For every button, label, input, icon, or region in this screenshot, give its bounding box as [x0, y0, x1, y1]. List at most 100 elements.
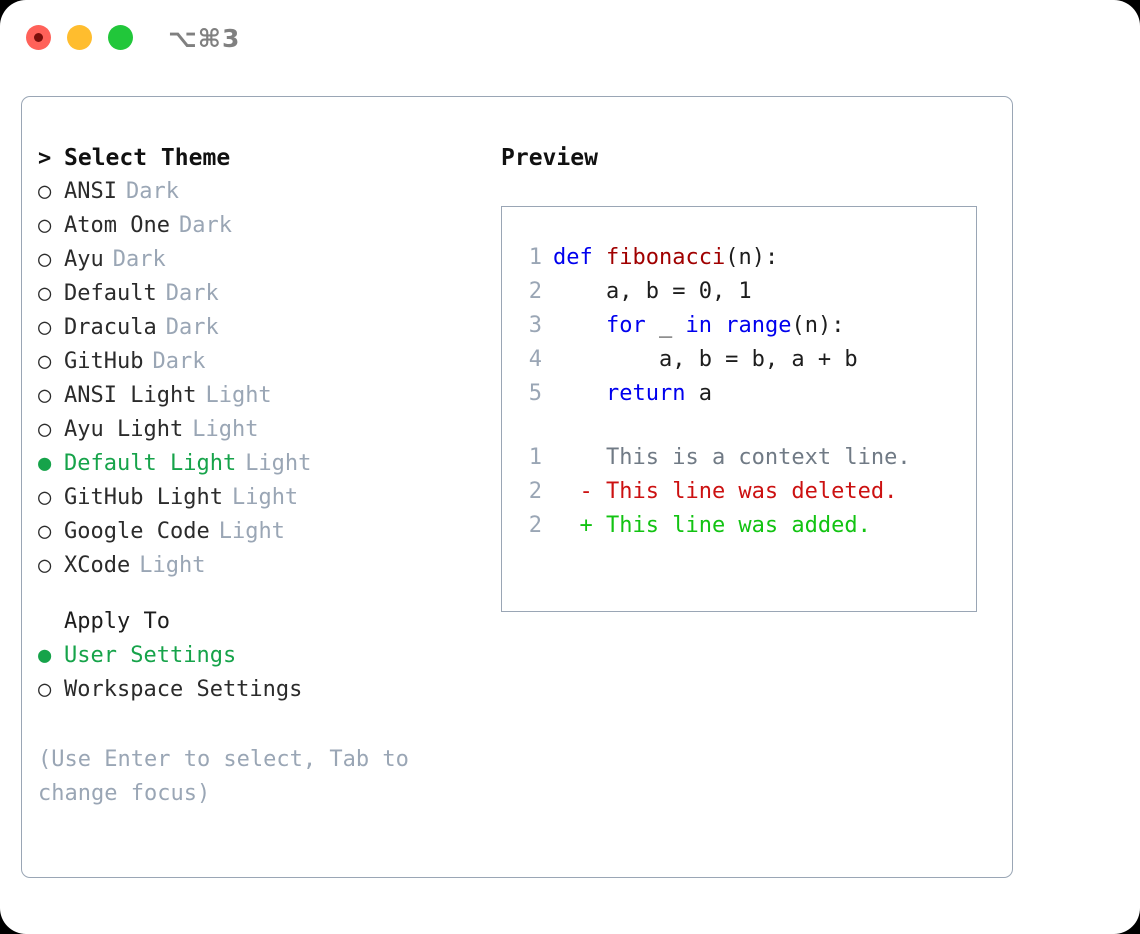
theme-name: Atom One: [64, 213, 170, 238]
apply-to-option[interactable]: ○ Workspace Settings: [38, 677, 478, 711]
radio-unselected-icon[interactable]: ○: [38, 417, 52, 442]
apply-to-option-label: Workspace Settings: [64, 677, 303, 702]
theme-name: Google Code: [64, 519, 210, 544]
code-line: 2 a, b = 0, 1: [516, 279, 970, 313]
code-token: def: [553, 245, 606, 270]
theme-list-item[interactable]: ○ GitHub Light Light: [38, 485, 478, 519]
code-text: a, b = 0, 1: [553, 279, 752, 304]
theme-category-badge: Dark: [125, 179, 179, 204]
spacer: [38, 711, 478, 741]
theme-name: XCode: [64, 553, 131, 578]
theme-category-badge: Light: [139, 553, 206, 578]
keyboard-shortcut-label: ⌥⌘3: [168, 24, 241, 53]
code-token: [553, 313, 606, 338]
diff-line: 1 This is a context line.: [516, 445, 970, 479]
apply-to-option-label: User Settings: [64, 643, 237, 668]
radio-selected-icon[interactable]: ●: [38, 643, 52, 668]
radio-unselected-icon[interactable]: ○: [38, 349, 52, 374]
theme-category-badge: Dark: [165, 281, 219, 306]
code-text: return a: [553, 381, 712, 406]
code-token: return: [605, 381, 686, 406]
page-title: Select Theme: [64, 145, 231, 171]
line-number: 2: [528, 513, 542, 538]
code-token: range: [725, 313, 792, 338]
line-number: 2: [528, 279, 542, 304]
diff-line-text: + This line was added.: [553, 513, 871, 538]
apply-to-heading: Apply To: [64, 609, 170, 634]
help-hint-text: (Use Enter to select, Tab to change focu…: [38, 747, 409, 806]
radio-unselected-icon[interactable]: ○: [38, 281, 52, 306]
theme-list-item[interactable]: ○ ANSI Dark: [38, 179, 478, 213]
code-token: [553, 381, 606, 406]
theme-list-item[interactable]: ○ XCode Light: [38, 553, 478, 587]
code-line: 4 a, b = b, a + b: [516, 347, 970, 381]
theme-list-item[interactable]: ○ Ayu Dark: [38, 247, 478, 281]
theme-name: Default: [64, 281, 157, 306]
apply-to-options: ● User Settings ○ Workspace Settings: [38, 643, 478, 711]
spacer: [38, 587, 478, 609]
radio-unselected-icon[interactable]: ○: [38, 519, 52, 544]
line-number: 1: [528, 245, 542, 270]
code-text: a, b = b, a + b: [553, 347, 858, 372]
close-button-icon[interactable]: [26, 25, 51, 50]
theme-category-badge: Light: [205, 383, 272, 408]
code-text: def fibonacci(n):: [553, 245, 778, 270]
theme-category-badge: Light: [231, 485, 299, 510]
minimize-button-icon[interactable]: [67, 25, 92, 50]
traffic-light-buttons: [26, 25, 133, 50]
diff-lines: 1 This is a context line.2 - This line w…: [516, 445, 970, 547]
apply-to-option[interactable]: ● User Settings: [38, 643, 478, 677]
radio-unselected-icon[interactable]: ○: [38, 179, 52, 204]
title-bar: ⌥⌘3: [0, 0, 1140, 78]
radio-unselected-icon[interactable]: ○: [38, 383, 52, 408]
theme-category-badge: Dark: [112, 247, 166, 272]
theme-list-item[interactable]: ○ Google Code Light: [38, 519, 478, 553]
radio-unselected-icon[interactable]: ○: [38, 247, 52, 272]
code-token: [712, 313, 725, 338]
radio-unselected-icon[interactable]: ○: [38, 485, 52, 510]
code-token: a: [685, 381, 712, 406]
theme-name: Ayu: [64, 247, 104, 272]
radio-unselected-icon[interactable]: ○: [38, 553, 52, 578]
code-line: 3 for _ in range(n):: [516, 313, 970, 347]
code-token: a, b = b, a + b: [553, 347, 858, 372]
code-token: (n):: [791, 313, 845, 338]
theme-name: GitHub: [64, 349, 144, 374]
cursor-arrow-icon: >: [38, 146, 52, 171]
diff-line-text: - This line was deleted.: [553, 479, 898, 504]
preview-title: Preview: [501, 145, 598, 171]
theme-category-badge: Light: [218, 519, 285, 544]
theme-name: GitHub Light: [64, 485, 223, 510]
theme-name: Ayu Light: [64, 417, 184, 442]
theme-picker-title: > Select Theme: [38, 145, 478, 179]
theme-list-item[interactable]: ○ Default Dark: [38, 281, 478, 315]
radio-unselected-icon[interactable]: ○: [38, 315, 52, 340]
maximize-button-icon[interactable]: [108, 25, 133, 50]
radio-unselected-icon[interactable]: ○: [38, 677, 52, 702]
line-number: 4: [528, 347, 542, 372]
radio-selected-icon[interactable]: ●: [38, 451, 52, 476]
radio-unselected-icon[interactable]: ○: [38, 213, 52, 238]
diff-line: 2 - This line was deleted.: [516, 479, 970, 513]
code-line: 1 def fibonacci(n):: [516, 245, 970, 279]
line-number: 1: [528, 445, 542, 470]
code-token: in: [685, 313, 712, 338]
line-number: 5: [528, 381, 542, 406]
spacer: [516, 415, 970, 445]
theme-name: Default Light: [64, 451, 237, 476]
line-number: 2: [528, 479, 542, 504]
theme-name: ANSI: [64, 179, 117, 204]
diff-line-text: This is a context line.: [553, 445, 911, 470]
